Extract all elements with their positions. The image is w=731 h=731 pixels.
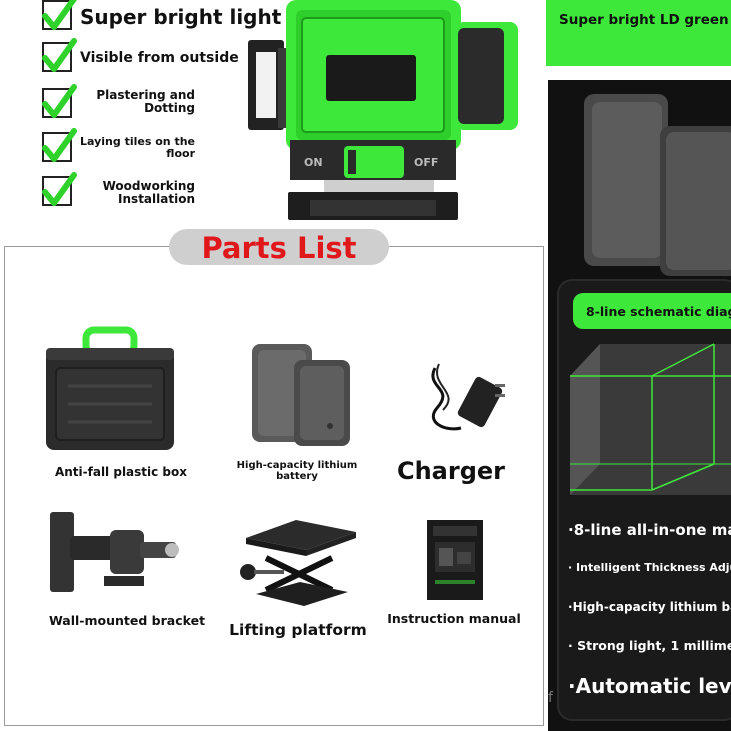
feature-banner: Super bright LD green [546, 0, 731, 66]
feature-super-bright [42, 0, 77, 30]
dark-feature-panel [548, 80, 731, 731]
feature-tiles [42, 128, 77, 162]
check-icon [42, 84, 77, 118]
lifting-platform-image [236, 516, 360, 616]
feature-label: Plastering and Dotting [96, 88, 195, 116]
feature-plastering [42, 84, 77, 118]
bullet-battery: ·High-capacity lithium ba [568, 600, 731, 614]
check-icon [42, 0, 77, 30]
banner-text: Super bright LD green [559, 12, 729, 28]
bullet-thickness: · Intelligent Thickness Adju [568, 561, 731, 574]
check-icon [42, 128, 77, 162]
item-label-battery: High-capacity lithium battery [236, 460, 358, 482]
item-label-platform: Lifting platform [229, 621, 367, 639]
bullet-strong-light: · Strong light, 1 millime [568, 638, 731, 653]
feature-visible-outside [42, 38, 77, 72]
diagram-label-text: 8-line schematic diag [586, 304, 731, 319]
item-label-manual: Instruction manual [387, 611, 521, 626]
bullet-text: Automatic leve [575, 674, 731, 698]
schematic-diagram-label: 8-line schematic diag [573, 293, 731, 329]
laser-level-device: ON OFF [244, 0, 524, 225]
item-label-charger: Charger [396, 457, 506, 485]
bullet-text: High-capacity lithium ba [572, 600, 731, 614]
check-icon [42, 38, 77, 72]
parts-list-title: Parts List [201, 231, 357, 265]
feature-woodworking [42, 172, 77, 206]
battery-image [248, 342, 354, 452]
parts-title-pill [169, 229, 389, 265]
item-label-case: Anti-fall plastic box [54, 465, 188, 479]
feature-label: Laying tiles on the floor [80, 135, 195, 161]
plastic-case-image [44, 326, 176, 456]
switch-on-label: ON [304, 156, 323, 169]
parts-list-box [4, 246, 544, 726]
feature-label: Super bright light [80, 5, 282, 29]
bullet-text: Intelligent Thickness Adju [576, 561, 731, 574]
stray-text: f [548, 690, 553, 706]
feature-label: Visible from outside [80, 50, 239, 66]
bullet-text: Strong light, 1 millime [577, 638, 731, 653]
instruction-manual-image [425, 518, 485, 606]
bullet-auto-level: ·Automatic leve [568, 674, 731, 698]
feature-label: Woodworking Installation [102, 179, 195, 207]
item-label-bracket: Wall-mounted bracket [48, 613, 206, 628]
switch-off-label: OFF [414, 156, 438, 169]
wall-bracket-image [48, 508, 184, 602]
check-icon [42, 172, 77, 206]
bullet-text: 8-line all-in-one ma [573, 521, 731, 539]
charger-image [425, 358, 509, 442]
bullet-8-line: ·8-line all-in-one ma [568, 521, 731, 539]
